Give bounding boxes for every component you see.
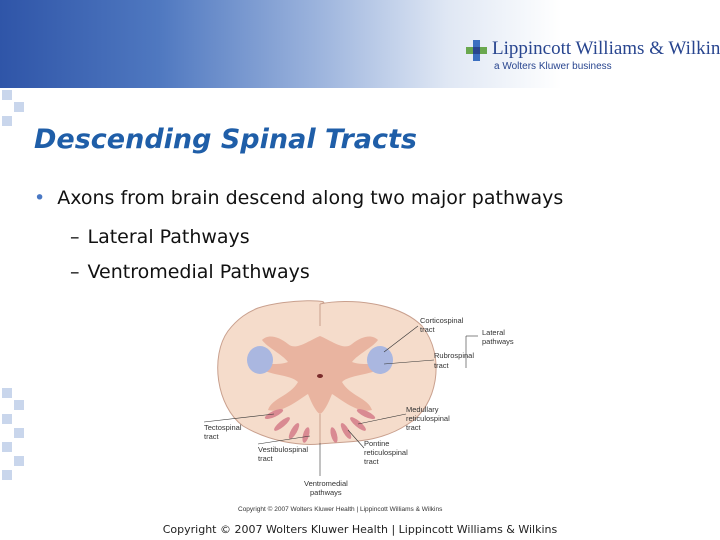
footer-copyright: Copyright © 2007 Wolters Kluwer Health |… [162, 523, 558, 536]
label-medullary-3: tract [406, 423, 422, 432]
label-pontine: Pontine [364, 439, 389, 448]
label-pontine-2: reticulospinal [364, 448, 408, 457]
label-corticospinal-2: tract [420, 325, 436, 334]
lateral-tract-left [247, 346, 273, 374]
logo-tagline: a Wolters Kluwer business [494, 61, 612, 72]
label-medullary-2: reticulospinal [406, 414, 450, 423]
subpoint-lateral: –Lateral Pathways [70, 226, 250, 248]
label-tectospinal: Tectospinal [204, 423, 242, 432]
label-corticospinal: Corticospinal [420, 316, 464, 325]
label-lateral: Lateral [482, 328, 505, 337]
label-rubrospinal-2: tract [434, 361, 450, 370]
label-ventromedial-2: pathways [310, 488, 342, 497]
figure-caption: Copyright © 2007 Wolters Kluwer Health |… [238, 506, 443, 513]
central-canal [317, 374, 323, 378]
bullet-point: • Axons from brain descend along two majo… [34, 187, 563, 209]
label-lateral-2: pathways [482, 337, 514, 346]
label-rubrospinal: Rubrospinal [434, 351, 474, 360]
label-medullary: Medullary [406, 405, 439, 414]
decorative-squares [0, 88, 40, 488]
bullet-text: Axons from brain descend along two major… [57, 187, 564, 209]
header-banner [0, 0, 720, 88]
spinal-cord-diagram: Corticospinal tract Lateral pathways Rub… [203, 300, 514, 497]
leader-lines [203, 325, 478, 476]
spinal-cord-figure: Corticospinal tract Lateral pathways Rub… [198, 296, 524, 516]
logo-name: Lippincott Williams & Wilkins [492, 38, 720, 59]
label-tectospinal-2: tract [204, 432, 220, 441]
label-pontine-3: tract [364, 457, 380, 466]
label-vestibulospinal: Vestibulospinal [258, 445, 308, 454]
label-ventromedial: Ventromedial [304, 479, 348, 488]
bullet-icon: • [34, 187, 46, 209]
lateral-tract-right [367, 346, 393, 374]
dash-icon: – [70, 261, 80, 283]
publisher-logo: Lippincott Williams & Wilkins a Wolters … [462, 36, 720, 76]
dash-icon: – [70, 226, 80, 248]
subpoint-text: Lateral Pathways [87, 226, 250, 248]
label-vestibulospinal-2: tract [258, 454, 274, 463]
slide-title: Descending Spinal Tracts [34, 124, 417, 155]
subpoint-text: Ventromedial Pathways [87, 261, 310, 283]
subpoint-ventromedial: –Ventromedial Pathways [70, 261, 310, 283]
lww-logo-icon [466, 40, 487, 61]
